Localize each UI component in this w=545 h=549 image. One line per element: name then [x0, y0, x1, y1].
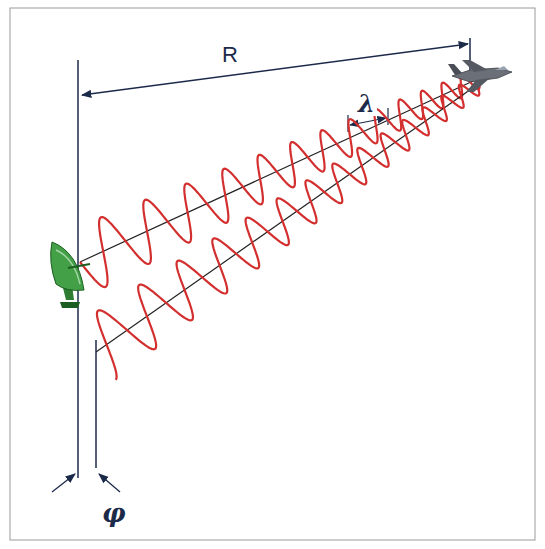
wavelength-tick: [387, 108, 388, 125]
frame: [10, 8, 535, 540]
sine-wave: [97, 74, 483, 379]
phase-label: φ: [100, 500, 128, 526]
phase-line: [95, 340, 97, 468]
ray-line: [80, 76, 484, 262]
waves: [80, 68, 484, 380]
range-dimension: [82, 44, 468, 95]
sine-wave: [80, 68, 480, 287]
range-label: R: [220, 44, 240, 66]
phase-arrow: [99, 474, 120, 492]
aircraft: [448, 60, 512, 92]
phase-arrow: [52, 474, 75, 492]
radar-antenna: [51, 242, 90, 308]
wavelength-label: λ: [356, 92, 377, 116]
